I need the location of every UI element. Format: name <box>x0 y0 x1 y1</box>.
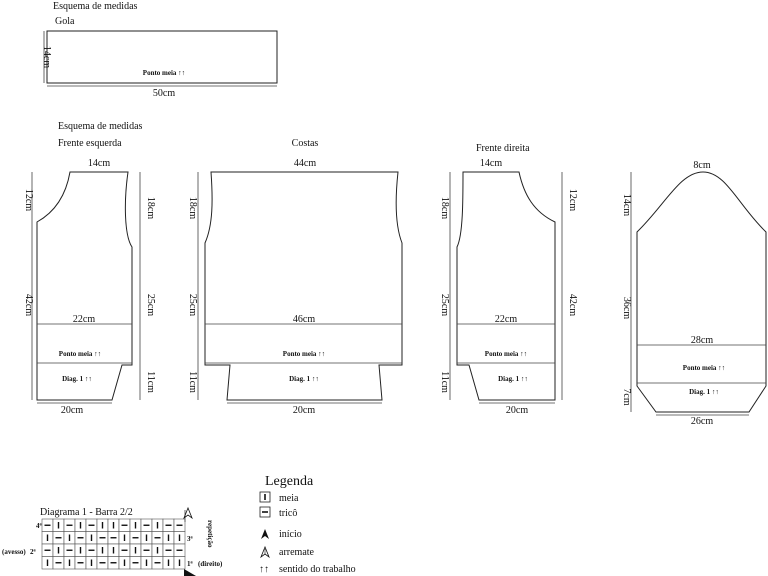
right-front-schematic: Frente direita 14cm 22cm Ponto meia ↑↑ D… <box>439 143 578 416</box>
row-label-3: 3ª <box>187 535 194 543</box>
left-front-diag: Diag. 1 ↑↑ <box>62 375 92 383</box>
start-marker-icon <box>184 569 196 576</box>
chart-left-label: (avesso) <box>2 548 26 556</box>
legend-item-start: início <box>279 529 302 540</box>
legend-title: Legenda <box>265 474 314 489</box>
row-label-2: 2ª <box>30 548 37 556</box>
back-armhole: 18cm <box>187 197 198 219</box>
chart-title: Diagrama 1 - Barra 2/2 <box>40 507 133 518</box>
collar-schematic: Esquema de medidas Gola 14cm Ponto meia … <box>41 1 278 99</box>
right-front-piece <box>456 171 556 401</box>
collar-stitch: Ponto meia ↑↑ <box>143 69 185 77</box>
sleeve-stitch: Ponto meia ↑↑ <box>683 364 725 372</box>
collar-height: 14cm <box>41 46 52 68</box>
legend-item-direction: sentido do trabalho <box>279 564 356 575</box>
knit-stitch-icon <box>259 491 271 503</box>
back-cuff: 11cm <box>187 371 198 393</box>
right-front-side-main: 42cm <box>567 294 578 316</box>
start-arrow-icon <box>261 529 269 539</box>
right-front-cuff: 11cm <box>439 371 450 393</box>
back-title: Costas <box>292 138 319 149</box>
right-front-body: 25cm <box>439 294 450 316</box>
back-stitch: Ponto meia ↑↑ <box>283 350 325 358</box>
row-label-4: 4ª <box>36 522 43 530</box>
bind-off-icon <box>260 545 270 559</box>
right-front-bottom: 20cm <box>506 405 528 416</box>
collar-piece <box>46 30 278 84</box>
right-front-stitch: Ponto meia ↑↑ <box>485 350 527 358</box>
stitch-chart: Diagrama 1 - Barra 2/2 4ª 3ª (avesso) 2ª… <box>2 506 223 576</box>
chart-grid <box>41 518 186 570</box>
legend-item-knit: meia <box>279 493 299 504</box>
back-body: 25cm <box>187 294 198 316</box>
left-front-piece <box>36 171 133 401</box>
sleeve-top: 8cm <box>693 160 710 171</box>
sleeve-cuff: 7cm <box>621 388 632 405</box>
left-front-side-top: 12cm <box>23 189 34 211</box>
back-diag: Diag. 1 ↑↑ <box>289 375 319 383</box>
row-label-1: 1ª <box>187 560 194 568</box>
left-front-stitch: Ponto meia ↑↑ <box>59 350 101 358</box>
back-width: 46cm <box>293 314 315 325</box>
purl-stitch-icon <box>259 506 271 518</box>
sleeve-body: 36cm <box>621 297 632 319</box>
legend-item-purl: tricô <box>279 508 297 519</box>
back-bottom: 20cm <box>293 405 315 416</box>
chart-repeat-label: repetição <box>206 520 214 548</box>
left-front-cuff: 11cm <box>145 371 156 393</box>
left-front-side-main: 42cm <box>23 294 34 316</box>
sleeve-width: 28cm <box>691 335 713 346</box>
collar-heading: Esquema de medidas <box>53 1 138 12</box>
section-heading: Esquema de medidas <box>58 121 143 132</box>
right-front-title: Frente direita <box>476 143 530 154</box>
sleeve-diag: Diag. 1 ↑↑ <box>689 388 719 396</box>
right-front-diag: Diag. 1 ↑↑ <box>498 375 528 383</box>
back-schematic: Costas 44cm 46cm Ponto meia ↑↑ Diag. 1 ↑… <box>187 138 403 416</box>
left-front-width: 22cm <box>73 314 95 325</box>
work-direction-icon: ↑↑ <box>259 564 269 575</box>
left-front-title: Frente esquerda <box>58 138 122 149</box>
bind-off-marker-icon <box>183 506 193 520</box>
sleeve-piece <box>636 171 767 413</box>
left-front-top: 14cm <box>88 158 110 169</box>
left-front-schematic: Frente esquerda 14cm 22cm Ponto meia ↑↑ … <box>23 138 156 416</box>
sleeve-cap: 14cm <box>621 194 632 216</box>
right-front-side-top: 12cm <box>567 189 578 211</box>
left-front-armhole: 18cm <box>145 197 156 219</box>
back-piece <box>204 171 403 401</box>
right-front-top: 14cm <box>480 158 502 169</box>
sleeve-schematic: 8cm 28cm Ponto meia ↑↑ Diag. 1 ↑↑ 26cm 1… <box>621 160 767 427</box>
left-front-bottom: 20cm <box>61 405 83 416</box>
legend-item-bind-off: arremate <box>279 547 315 558</box>
chart-right-label: (direito) <box>198 560 223 568</box>
collar-name: Gola <box>55 16 75 27</box>
legend: Legenda meia tricô início arremate ↑↑ se… <box>259 474 356 575</box>
right-front-width: 22cm <box>495 314 517 325</box>
back-top: 44cm <box>294 158 316 169</box>
right-front-armhole: 18cm <box>439 197 450 219</box>
collar-width: 50cm <box>153 88 175 99</box>
sleeve-bottom: 26cm <box>691 416 713 427</box>
left-front-body: 25cm <box>145 294 156 316</box>
